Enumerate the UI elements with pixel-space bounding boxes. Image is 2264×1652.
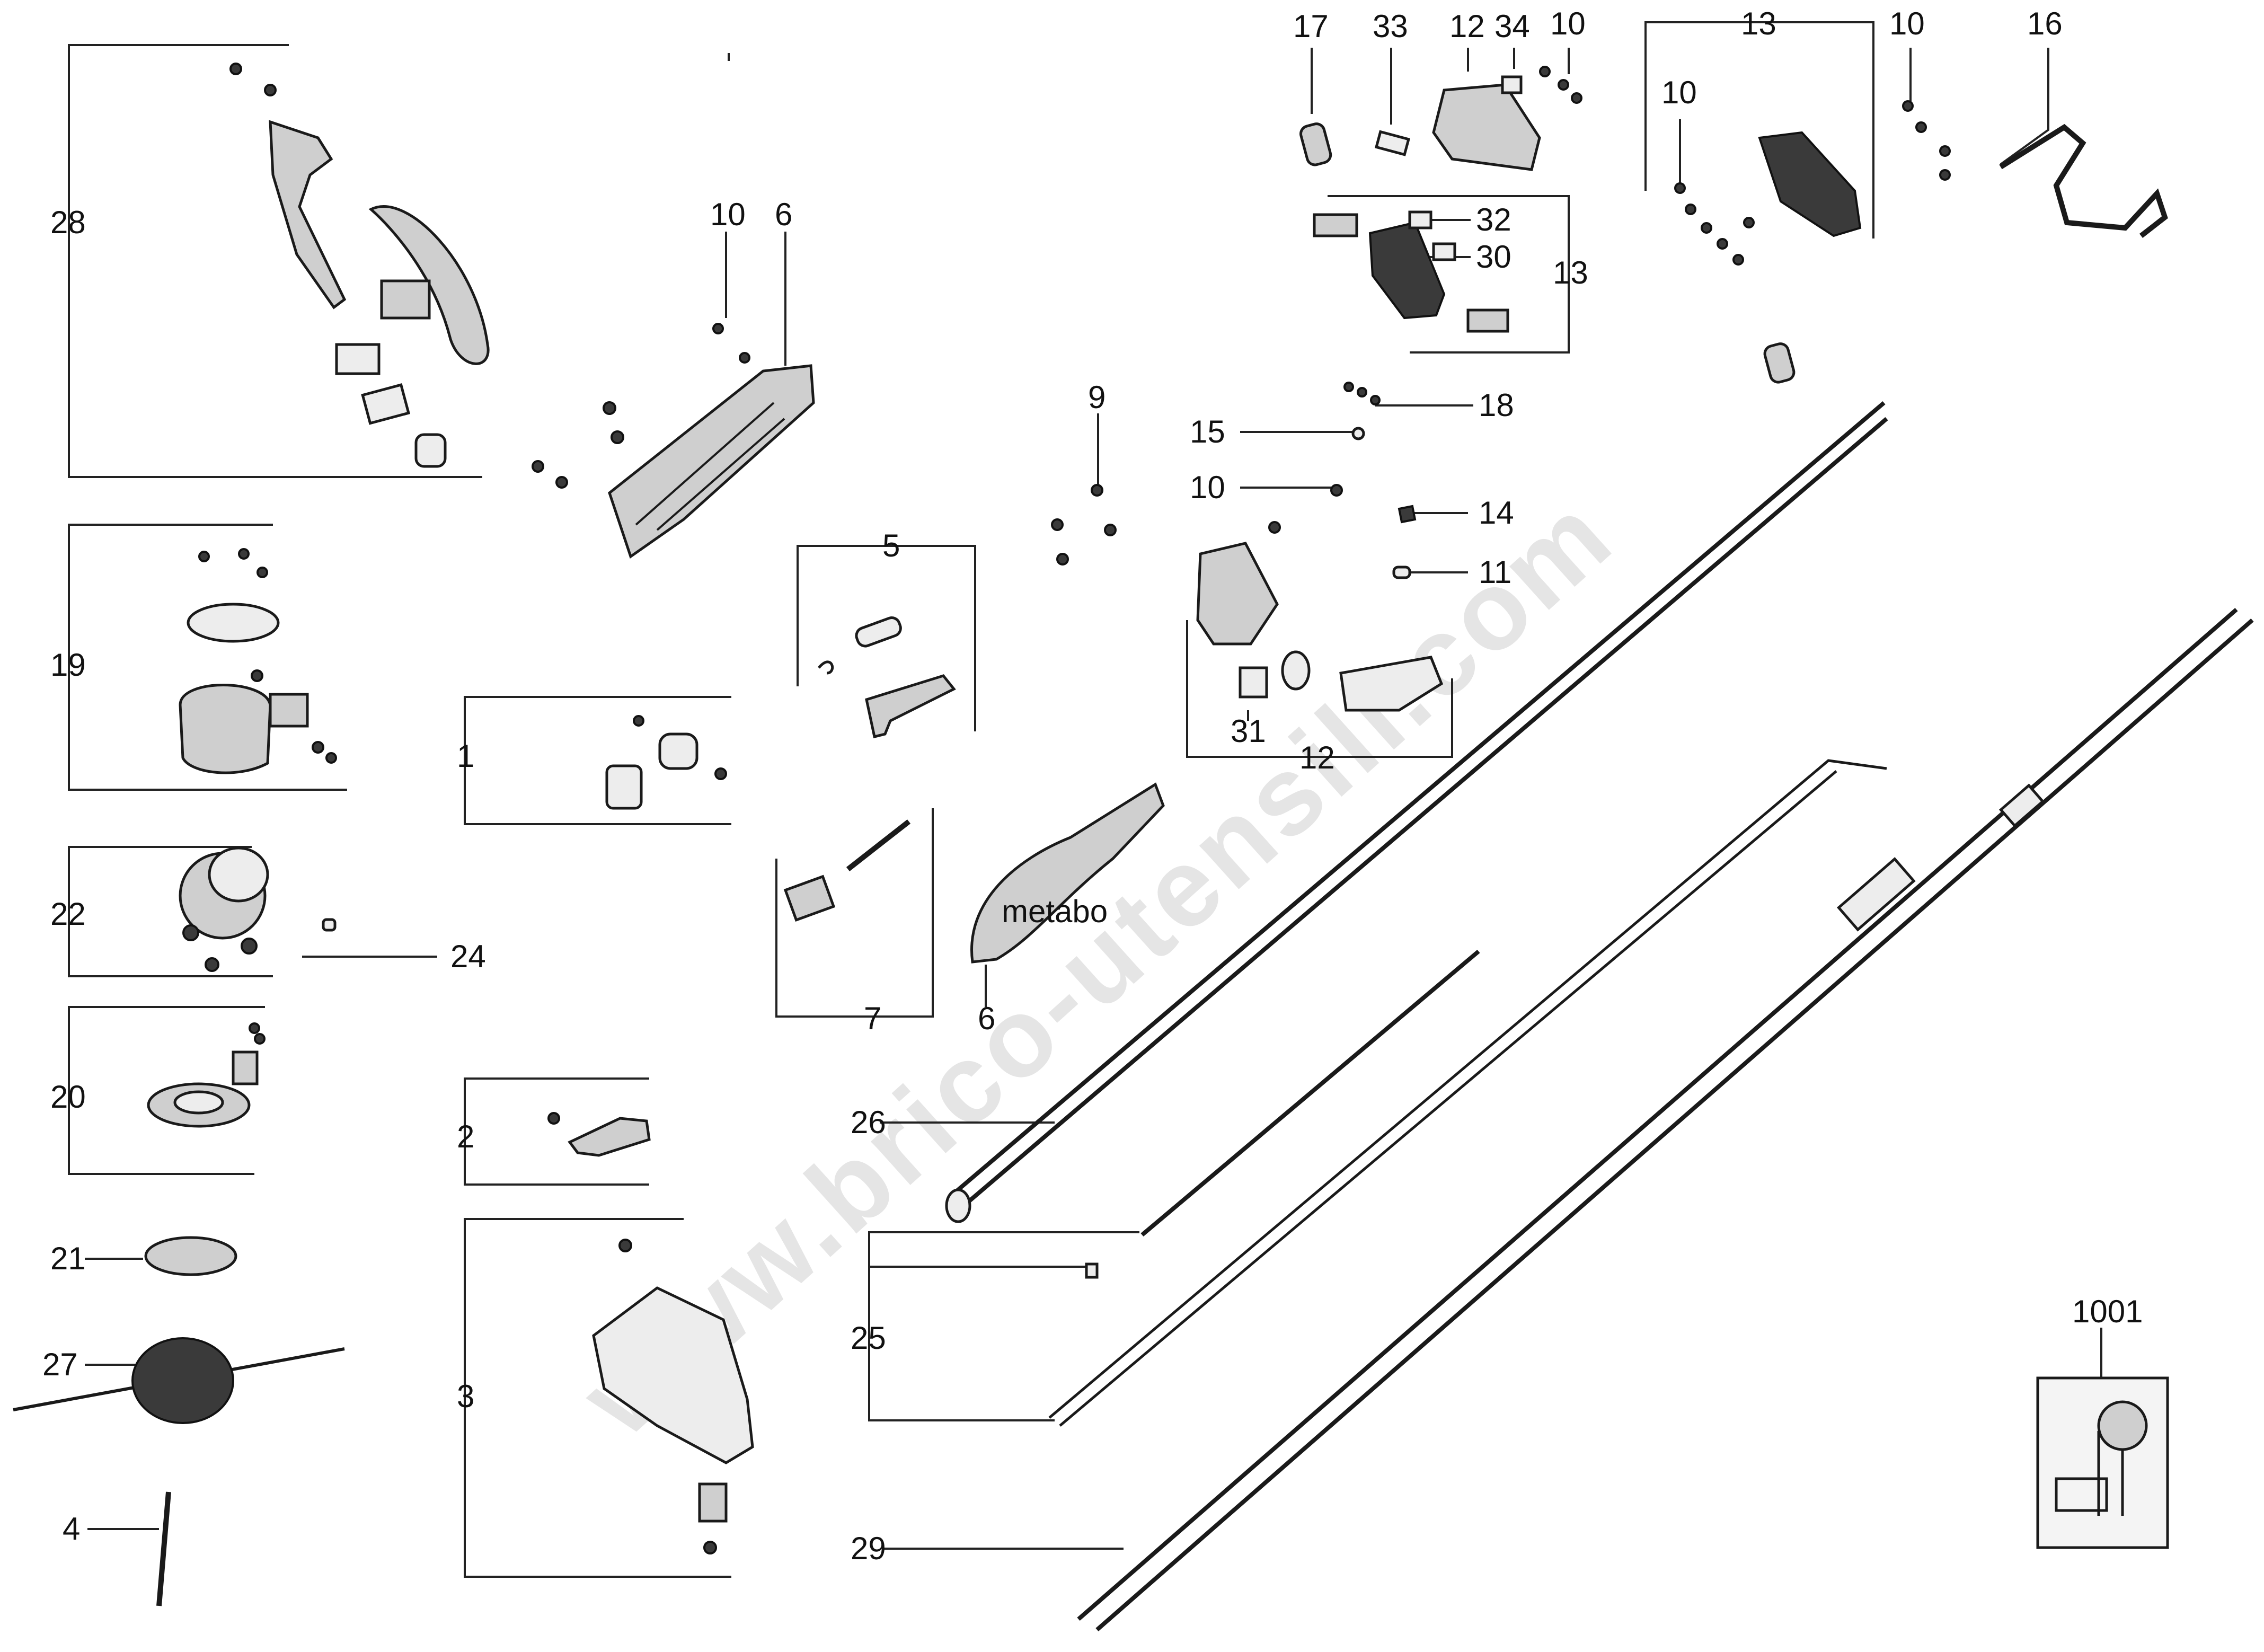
label-6: 6: [775, 197, 792, 232]
bracket-19: [68, 524, 347, 791]
label-10: 10: [1550, 6, 1586, 41]
label-14: 14: [1479, 495, 1514, 531]
gear-housing-19: [179, 548, 337, 774]
label-4: 4: [63, 1511, 80, 1547]
label-30: 30: [1476, 239, 1511, 275]
guard-plate-20: [147, 1022, 266, 1128]
switch-spring-7: [783, 819, 911, 922]
label-29: 29: [851, 1531, 886, 1566]
label-16: 16: [2027, 6, 2063, 41]
upper-tube-26: [945, 401, 1888, 1223]
label-7: 7: [864, 1001, 881, 1036]
label-20: 20: [50, 1079, 86, 1115]
small-parts: [1330, 382, 1417, 579]
bracket-plate-2: [547, 1112, 651, 1157]
svg-text:metabo: metabo: [1002, 894, 1108, 929]
handle-housing-6: [532, 323, 815, 559]
label-27: 27: [42, 1347, 78, 1382]
bracket-20: [68, 1006, 265, 1175]
label-21: 21: [50, 1241, 86, 1276]
motor-housing-6: metabo: [970, 782, 1165, 964]
bracket-7: [775, 808, 934, 1018]
label-10: 10: [1889, 6, 1925, 41]
coupling-part-1: [605, 715, 727, 810]
label-1001: 1001: [2072, 1294, 2143, 1329]
label-19: 19: [50, 647, 86, 683]
label-11: 11: [1479, 554, 1511, 590]
label-6: 6: [978, 1001, 995, 1036]
label-9: 9: [1088, 379, 1106, 415]
label-34: 34: [1494, 8, 1530, 44]
bracket-3: [464, 1218, 731, 1578]
cutting-line-4: [156, 1491, 171, 1606]
guard-3: [592, 1239, 754, 1554]
label-12: 12: [1449, 8, 1485, 44]
label-24: 24: [450, 939, 486, 974]
bracket-28: [68, 44, 482, 478]
label-22: 22: [50, 896, 86, 932]
bracket-2: [464, 1077, 649, 1186]
bracket-22: [68, 846, 273, 977]
bail-handle-16: [1999, 123, 2168, 238]
bracket-1: [464, 696, 731, 825]
label-10: 10: [1661, 75, 1697, 110]
label-33: 33: [1373, 8, 1408, 44]
wire-harness-25: [1048, 759, 1887, 1427]
watermark: www.brico-utensili.com: [558, 471, 1636, 1460]
label-17: 17: [1293, 8, 1329, 44]
trigger-assembly-5: [818, 616, 956, 739]
bracket-25: [868, 1231, 1139, 1421]
bracket-13-middle: [1328, 195, 1570, 354]
part-labels: 28 10 6 9 15 10 14 11 18 17 33 12 34 10 …: [42, 6, 2143, 1566]
label-32: 32: [1476, 202, 1511, 237]
telescopic-shaft-29: [1077, 607, 2254, 1632]
label-15: 15: [1190, 414, 1225, 449]
wiring-diagram-1001: [2036, 1376, 2169, 1549]
label-5: 5: [882, 528, 900, 563]
label-13: 13: [1553, 255, 1588, 290]
spool-cap-21: [144, 1236, 237, 1276]
housing-half-12: [1196, 521, 1444, 712]
bracket-12-lower: [1186, 620, 1453, 758]
battery-contact-12: [1299, 66, 1582, 171]
label-10: 10: [710, 197, 746, 232]
label-13: 13: [1741, 6, 1776, 41]
label-31: 31: [1231, 713, 1266, 749]
label-2: 2: [457, 1119, 474, 1154]
label-28: 28: [50, 205, 86, 240]
leader-lines: [85, 48, 2102, 1550]
trimmer-head-27: [13, 1337, 345, 1424]
label-26: 26: [851, 1105, 886, 1140]
screws-9: [1051, 484, 1117, 566]
label-3: 3: [457, 1379, 474, 1414]
terminal-block-13: [1674, 100, 1951, 384]
label-18: 18: [1479, 387, 1514, 423]
handle-assembly-28: [229, 63, 490, 468]
motor-22: [179, 846, 337, 972]
circuit-board-13: [1313, 210, 1509, 333]
bracket-5: [797, 545, 976, 731]
label-10: 10: [1190, 470, 1225, 505]
label-12: 12: [1299, 740, 1335, 775]
bracket-13-top: [1644, 21, 1874, 238]
label-25: 25: [851, 1320, 886, 1356]
label-1: 1: [457, 738, 474, 774]
